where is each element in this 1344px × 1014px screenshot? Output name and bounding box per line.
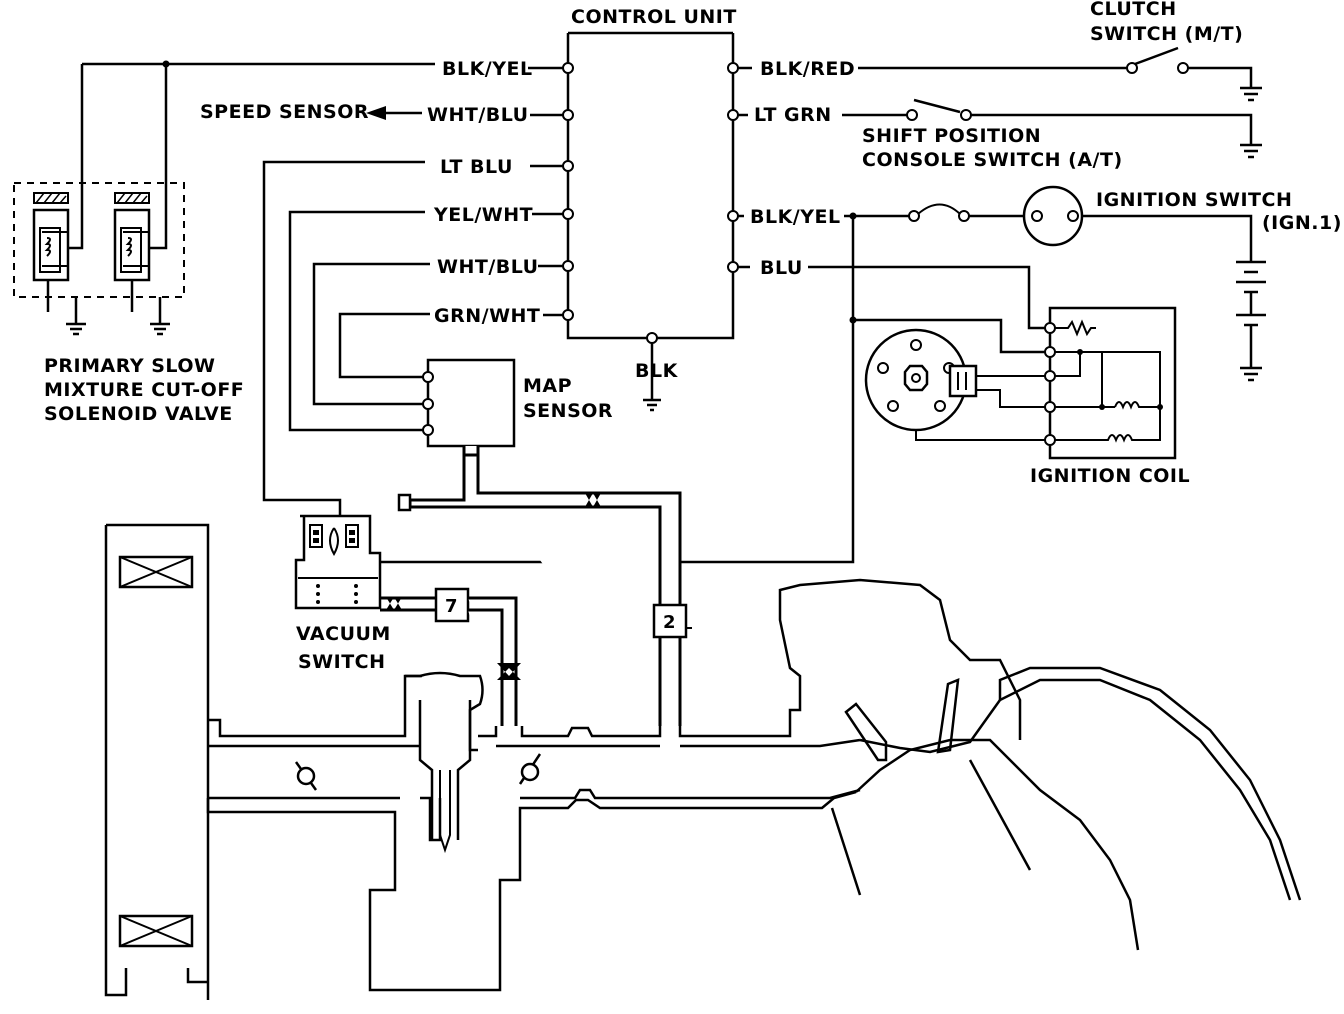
ignition-coil-label: IGNITION COIL xyxy=(1030,465,1190,487)
pin-label-wht-blu-2: WHT/BLU xyxy=(437,256,539,278)
vacuum-hoses: 2 7 xyxy=(380,455,692,726)
right-pin-labels: BLK/RED LT GRN BLK/YEL BLU xyxy=(750,58,855,279)
clutch-switch-label-line1: CLUTCH xyxy=(1090,0,1177,20)
vacuum-switch-label-line1: VACUUM xyxy=(296,623,391,645)
hose-number-2: 2 xyxy=(663,612,676,633)
ignition-switch-label-line2: (IGN.1) xyxy=(1262,212,1342,234)
shift-switch-label-line2: CONSOLE SWITCH (A/T) xyxy=(862,149,1123,171)
pin-label-yel-wht: YEL/WHT xyxy=(433,204,533,226)
intake-manifold xyxy=(104,523,1302,1000)
vacuum-switch xyxy=(294,514,382,610)
map-sensor-label-line2: SENSOR xyxy=(523,400,613,422)
pin-label-grn-wht: GRN/WHT xyxy=(434,305,540,327)
clutch-switch-label-line2: SWITCH (M/T) xyxy=(1090,23,1243,45)
hose-number-7: 7 xyxy=(445,596,458,617)
pin-label-lt-blu: LT BLU xyxy=(440,156,513,178)
pin-label-wht-blu-1: WHT/BLU xyxy=(427,104,529,126)
pin-label-blk-red: BLK/RED xyxy=(760,58,855,80)
pin-label-blu: BLU xyxy=(760,257,803,279)
vacuum-switch-label-line2: SWITCH xyxy=(298,651,386,673)
left-pin-labels: BLK/YEL WHT/BLU LT BLU YEL/WHT WHT/BLU G… xyxy=(427,58,540,327)
blk-ground-label: BLK xyxy=(635,360,679,382)
solenoid-valves xyxy=(13,182,185,336)
map-sensor xyxy=(422,358,516,457)
speed-sensor-label: SPEED SENSOR xyxy=(200,101,369,123)
pin-label-blk-yel-right: BLK/YEL xyxy=(750,206,841,228)
solenoid-label-line2: MIXTURE CUT-OFF xyxy=(44,379,244,401)
pin-label-lt-grn: LT GRN xyxy=(754,104,832,126)
control-unit-label: CONTROL UNIT xyxy=(571,6,737,28)
ignition-coil xyxy=(864,306,1177,460)
pin-label-blk-yel: BLK/YEL xyxy=(442,58,533,80)
map-sensor-label-line1: MAP xyxy=(523,375,572,397)
ignition-switch-label-line1: IGNITION SWITCH xyxy=(1096,189,1292,211)
solenoid-label-line3: SOLENOID VALVE xyxy=(44,403,233,425)
right-wires xyxy=(380,46,1266,564)
control-unit: CONTROL UNIT BLK xyxy=(562,6,739,412)
shift-switch-label-line1: SHIFT POSITION xyxy=(862,125,1041,147)
solenoid-label-line1: PRIMARY SLOW xyxy=(44,355,215,377)
left-wires xyxy=(68,60,563,525)
